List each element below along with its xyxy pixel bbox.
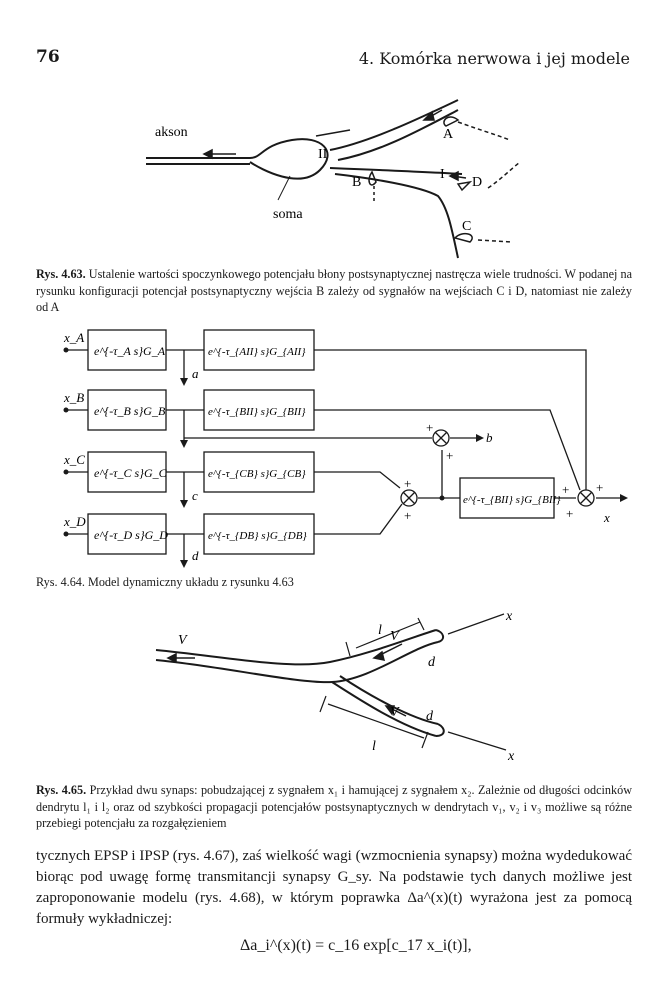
label-V3: V: [178, 633, 188, 648]
dendrite-bottom: [331, 681, 437, 737]
label-d2: d: [426, 709, 434, 724]
label-D: D: [472, 175, 482, 190]
sign-4: +: [404, 508, 411, 523]
input-xB: x_B: [63, 390, 84, 405]
caption-4-63-text: Ustalenie wartości spoczynkowego potencj…: [36, 267, 632, 314]
figure-4-63: akson soma II I A B C D: [146, 99, 521, 259]
label-C: C: [462, 219, 471, 234]
sign-2: +: [446, 448, 453, 463]
block-GCB-label: e^{-τ_{CB} s}G_{CB}: [208, 468, 306, 480]
label-V1: V: [390, 629, 400, 644]
synapse-d2: [435, 723, 445, 737]
block-GDB-label: e^{-τ_{DB} s}G_{DB}: [208, 530, 307, 542]
input-line-x2: [447, 731, 507, 751]
input-xD: x_D: [63, 514, 86, 529]
label-soma: soma: [273, 207, 303, 222]
output-d: d: [192, 548, 199, 563]
sign-1: +: [426, 420, 433, 435]
figure-4-64: x_A x_B x_C x_D e^{-τ_A s}G_A e^{-τ_B s}…: [63, 329, 628, 568]
synapse-C: [453, 232, 473, 243]
label-A: A: [443, 127, 454, 142]
label-x2: x: [507, 749, 515, 764]
sum-junction-b: [432, 429, 450, 447]
running-title: 4. Komórka nerwowa i jej modele: [358, 49, 630, 68]
label-akson: akson: [155, 125, 188, 140]
body-paragraph: tycznych EPSP i IPSP (rys. 4.67), zaś wi…: [36, 848, 632, 927]
input-line-x1: [447, 613, 505, 635]
sign-5: +: [562, 482, 569, 497]
caption-4-65-label: Rys. 4.65.: [36, 783, 87, 797]
input-xA: x_A: [63, 330, 84, 345]
caption-4-64: Rys. 4.64. Model dynamiczny układu z rys…: [36, 575, 294, 589]
label-B: B: [352, 175, 361, 190]
sign-3: +: [404, 476, 411, 491]
label-x1: x: [505, 609, 513, 624]
sum-junction-mid: [400, 489, 418, 507]
dendrite-lower: [334, 173, 459, 259]
output-a: a: [192, 366, 199, 381]
input-xC: x_C: [63, 452, 85, 467]
dendrite-upper: [329, 99, 459, 151]
label-V2: V: [390, 705, 400, 720]
label-I: I: [440, 167, 445, 182]
output-b: b: [486, 430, 493, 445]
label-d1: d: [428, 655, 436, 670]
page-number: 76: [36, 47, 60, 67]
synapse-D: [456, 180, 473, 192]
dendrite-mid: [329, 167, 463, 175]
block-GAII-label: e^{-τ_{AII} s}G_{AII}: [208, 346, 306, 358]
synapse-A: [443, 116, 460, 127]
output-c: c: [192, 488, 198, 503]
block-GA-label: e^{-τ_A s}G_A: [94, 344, 166, 358]
sum-junction-x: [577, 489, 595, 507]
caption-4-65: Rys. 4.65. Przykład dwu synaps: pobudzaj…: [36, 782, 632, 832]
dendrite-top: [155, 629, 437, 666]
caption-4-63: Rys. 4.63. Ustalenie wartości spoczynkow…: [36, 266, 632, 316]
label-l2: l: [372, 739, 376, 754]
synapse-B: [368, 170, 377, 186]
block-GBII-out-label: e^{-τ_{BII} s}G_{BII}: [463, 494, 561, 506]
axon-soma-outline: [146, 138, 329, 180]
label-II: II: [318, 147, 328, 162]
sign-6: +: [596, 480, 603, 495]
caption-4-65-text: Przykład dwu synaps: pobudzającej z sygn…: [36, 783, 632, 830]
synapse-d1: [435, 629, 444, 643]
figure-4-65: x x V V V l l d d: [155, 609, 515, 764]
output-x: x: [603, 510, 610, 525]
sign-7: +: [566, 506, 573, 521]
caption-4-63-label: Rys. 4.63.: [36, 267, 86, 281]
block-GB-label: e^{-τ_B s}G_B: [94, 404, 166, 418]
label-l1: l: [378, 623, 382, 638]
block-GD-label: e^{-τ_D s}G_D: [94, 528, 168, 542]
block-GBII-label: e^{-τ_{BII} s}G_{BII}: [208, 406, 306, 418]
formula: Δa_i^(x)(t) = c_16 exp[c_17 x_i(t)],: [240, 937, 472, 954]
block-GC-label: e^{-τ_C s}G_C: [94, 466, 168, 480]
